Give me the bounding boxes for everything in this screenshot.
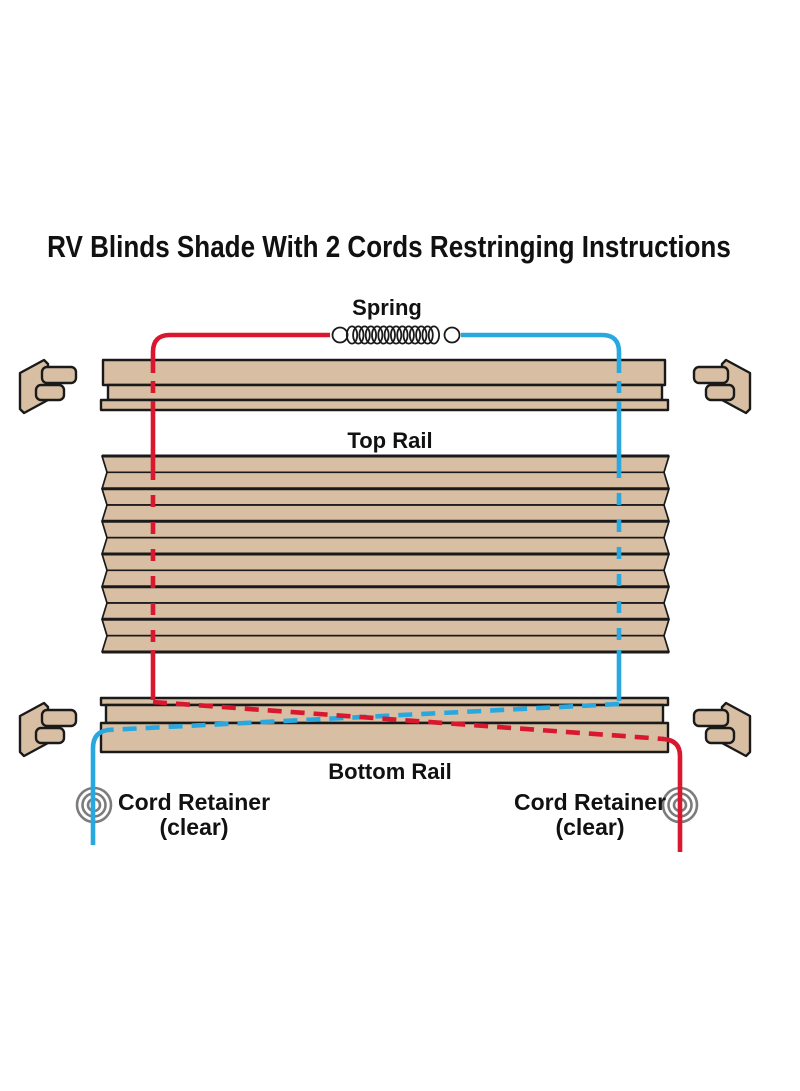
bracket-arm [704,383,736,402]
cord-retainer-right-line2: (clear) [555,814,625,840]
bracket-arm [704,726,736,745]
mounting-bracket-bottom-left [18,701,78,758]
red-cord-through-bottom-rail [152,699,665,742]
spring-coil-loops [345,325,440,345]
pleat-fold [101,455,670,474]
red-cord-tail [662,736,683,852]
spring-label: Spring [352,295,422,320]
pleat-fold [101,536,670,555]
pleat-fold [101,471,670,490]
cord-retainer-right-line1: Cord Retainer [513,789,667,815]
spring-end-loop [331,326,349,344]
pleat-fold [101,585,670,604]
blue-cord-tail [90,727,109,845]
bottom-rail-body [99,721,670,754]
pleat-fold [101,618,670,637]
red-cord-top [150,332,330,361]
top-rail-graphic [99,358,670,412]
page-title: RV Blinds Shade With 2 Cords Restringing… [47,229,731,264]
spring-coil-icon [331,325,461,345]
bracket-arm [34,726,66,745]
pleat-fold [101,487,670,506]
bracket-arm [34,383,66,402]
pleat-fold [101,634,670,653]
pleat-fold [101,569,670,588]
pleat-fold [101,504,670,523]
cord-retainer-right-label: Cord Retainer (clear) [514,790,666,840]
bracket-arm [40,365,78,385]
pleat-fold [101,602,670,621]
pleated-shade [101,454,670,654]
pleat-fold [101,553,670,572]
cord-retainer-left-line1: Cord Retainer [117,789,271,815]
mounting-bracket-top-left [18,358,78,415]
top-rail-label: Top Rail [347,428,433,453]
cord-retainer-left-line2: (clear) [159,814,229,840]
spring-end-loop [443,326,461,344]
mounting-bracket-top-right [692,358,752,415]
top-rail-flange [99,398,670,412]
top-rail-step [106,383,664,402]
bracket-arm [40,708,78,728]
top-rail-body [101,358,667,387]
bottom-rail-label: Bottom Rail [328,759,452,784]
cord-retainer-left-label: Cord Retainer (clear) [118,790,270,840]
bracket-arm [692,708,730,728]
bracket-arm [692,365,730,385]
blue-cord-top [461,332,622,361]
red-cord [150,332,683,852]
mounting-bracket-bottom-right [692,701,752,758]
pleat-fold [101,520,670,539]
